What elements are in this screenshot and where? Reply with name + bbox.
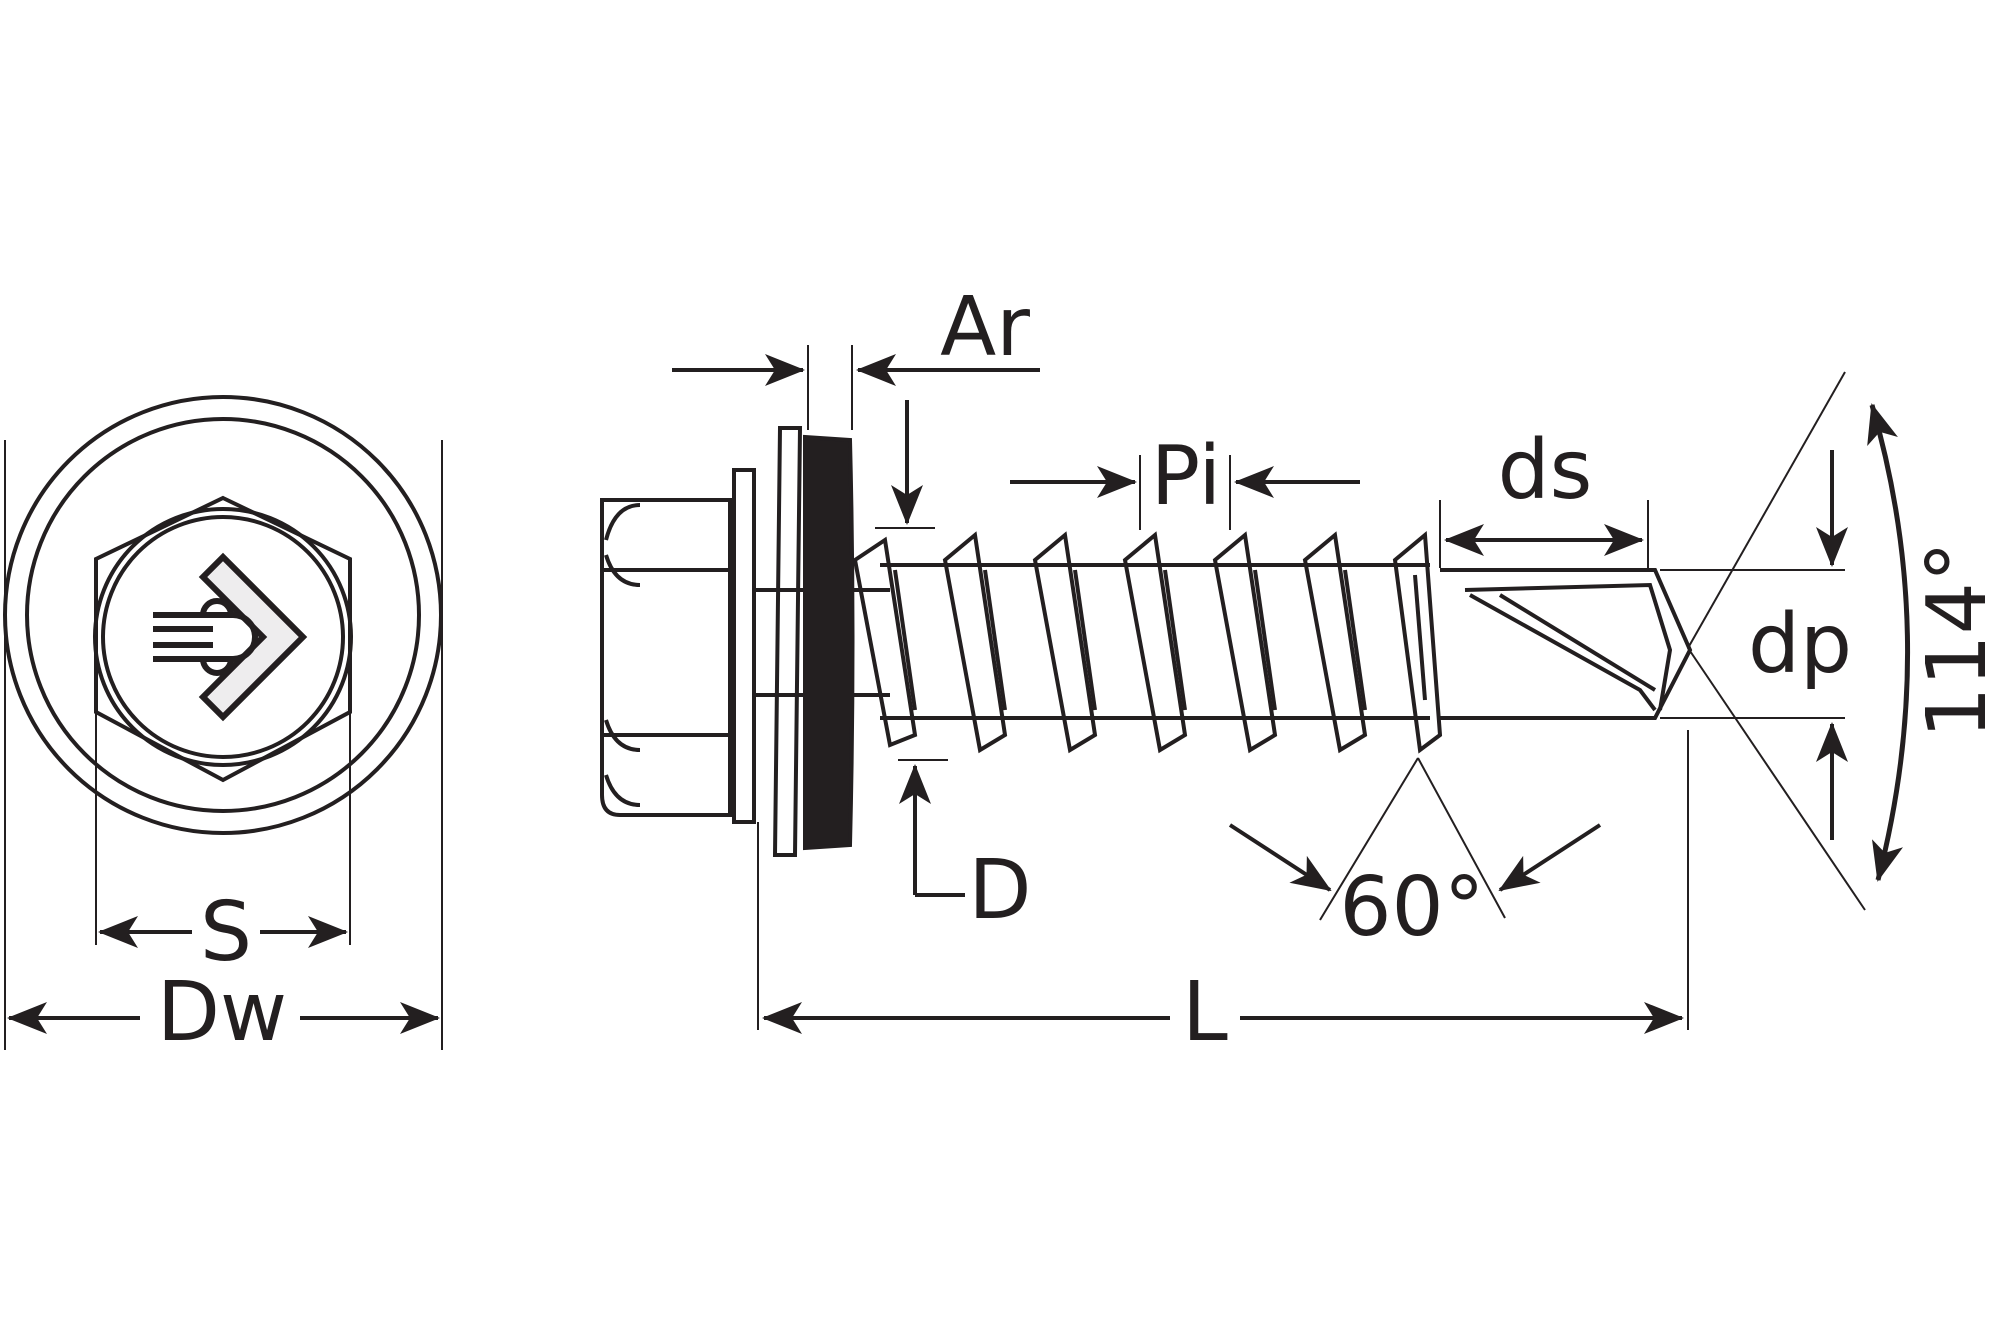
dimension-d: D	[875, 400, 1032, 938]
epdm-seal	[772, 426, 803, 857]
label-ar: Ar	[940, 280, 1030, 375]
label-dp: dp	[1748, 597, 1852, 692]
label-ds: ds	[1498, 423, 1593, 518]
dimension-dp: dp	[1660, 450, 1852, 840]
dimension-l: L	[757, 730, 1689, 1060]
steel-washer	[732, 468, 756, 824]
label-l: L	[1182, 965, 1228, 1060]
brand-logo-icon	[153, 552, 308, 722]
dimension-pi: Pi	[1010, 429, 1360, 530]
label-d: D	[968, 843, 1031, 938]
label-dw: Dw	[157, 965, 287, 1060]
hex-head-outline	[94, 495, 352, 783]
head-top-view	[3, 395, 443, 835]
label-s: S	[200, 885, 252, 980]
washer-inner-circle	[25, 417, 421, 813]
hex-flange-circle	[93, 507, 353, 767]
dimension-ar: Ar	[672, 280, 1040, 430]
dimension-ds: ds	[1439, 423, 1649, 568]
drill-point	[1440, 568, 1693, 720]
hex-flange-inner-circle	[101, 515, 345, 759]
label-angle-tip: 114°	[1910, 541, 2000, 739]
screw-side-view	[599, 426, 1693, 857]
thread-section	[852, 530, 1443, 754]
dimension-s: S	[95, 712, 351, 980]
dimension-dw: Dw	[4, 440, 443, 1060]
label-angle-thread: 60°	[1339, 860, 1484, 955]
dimension-tip-angle: 114°	[1687, 371, 2000, 911]
label-pi: Pi	[1151, 429, 1221, 524]
dimension-thread-angle: 60°	[1228, 757, 1602, 955]
screw-hex-head	[599, 498, 732, 817]
